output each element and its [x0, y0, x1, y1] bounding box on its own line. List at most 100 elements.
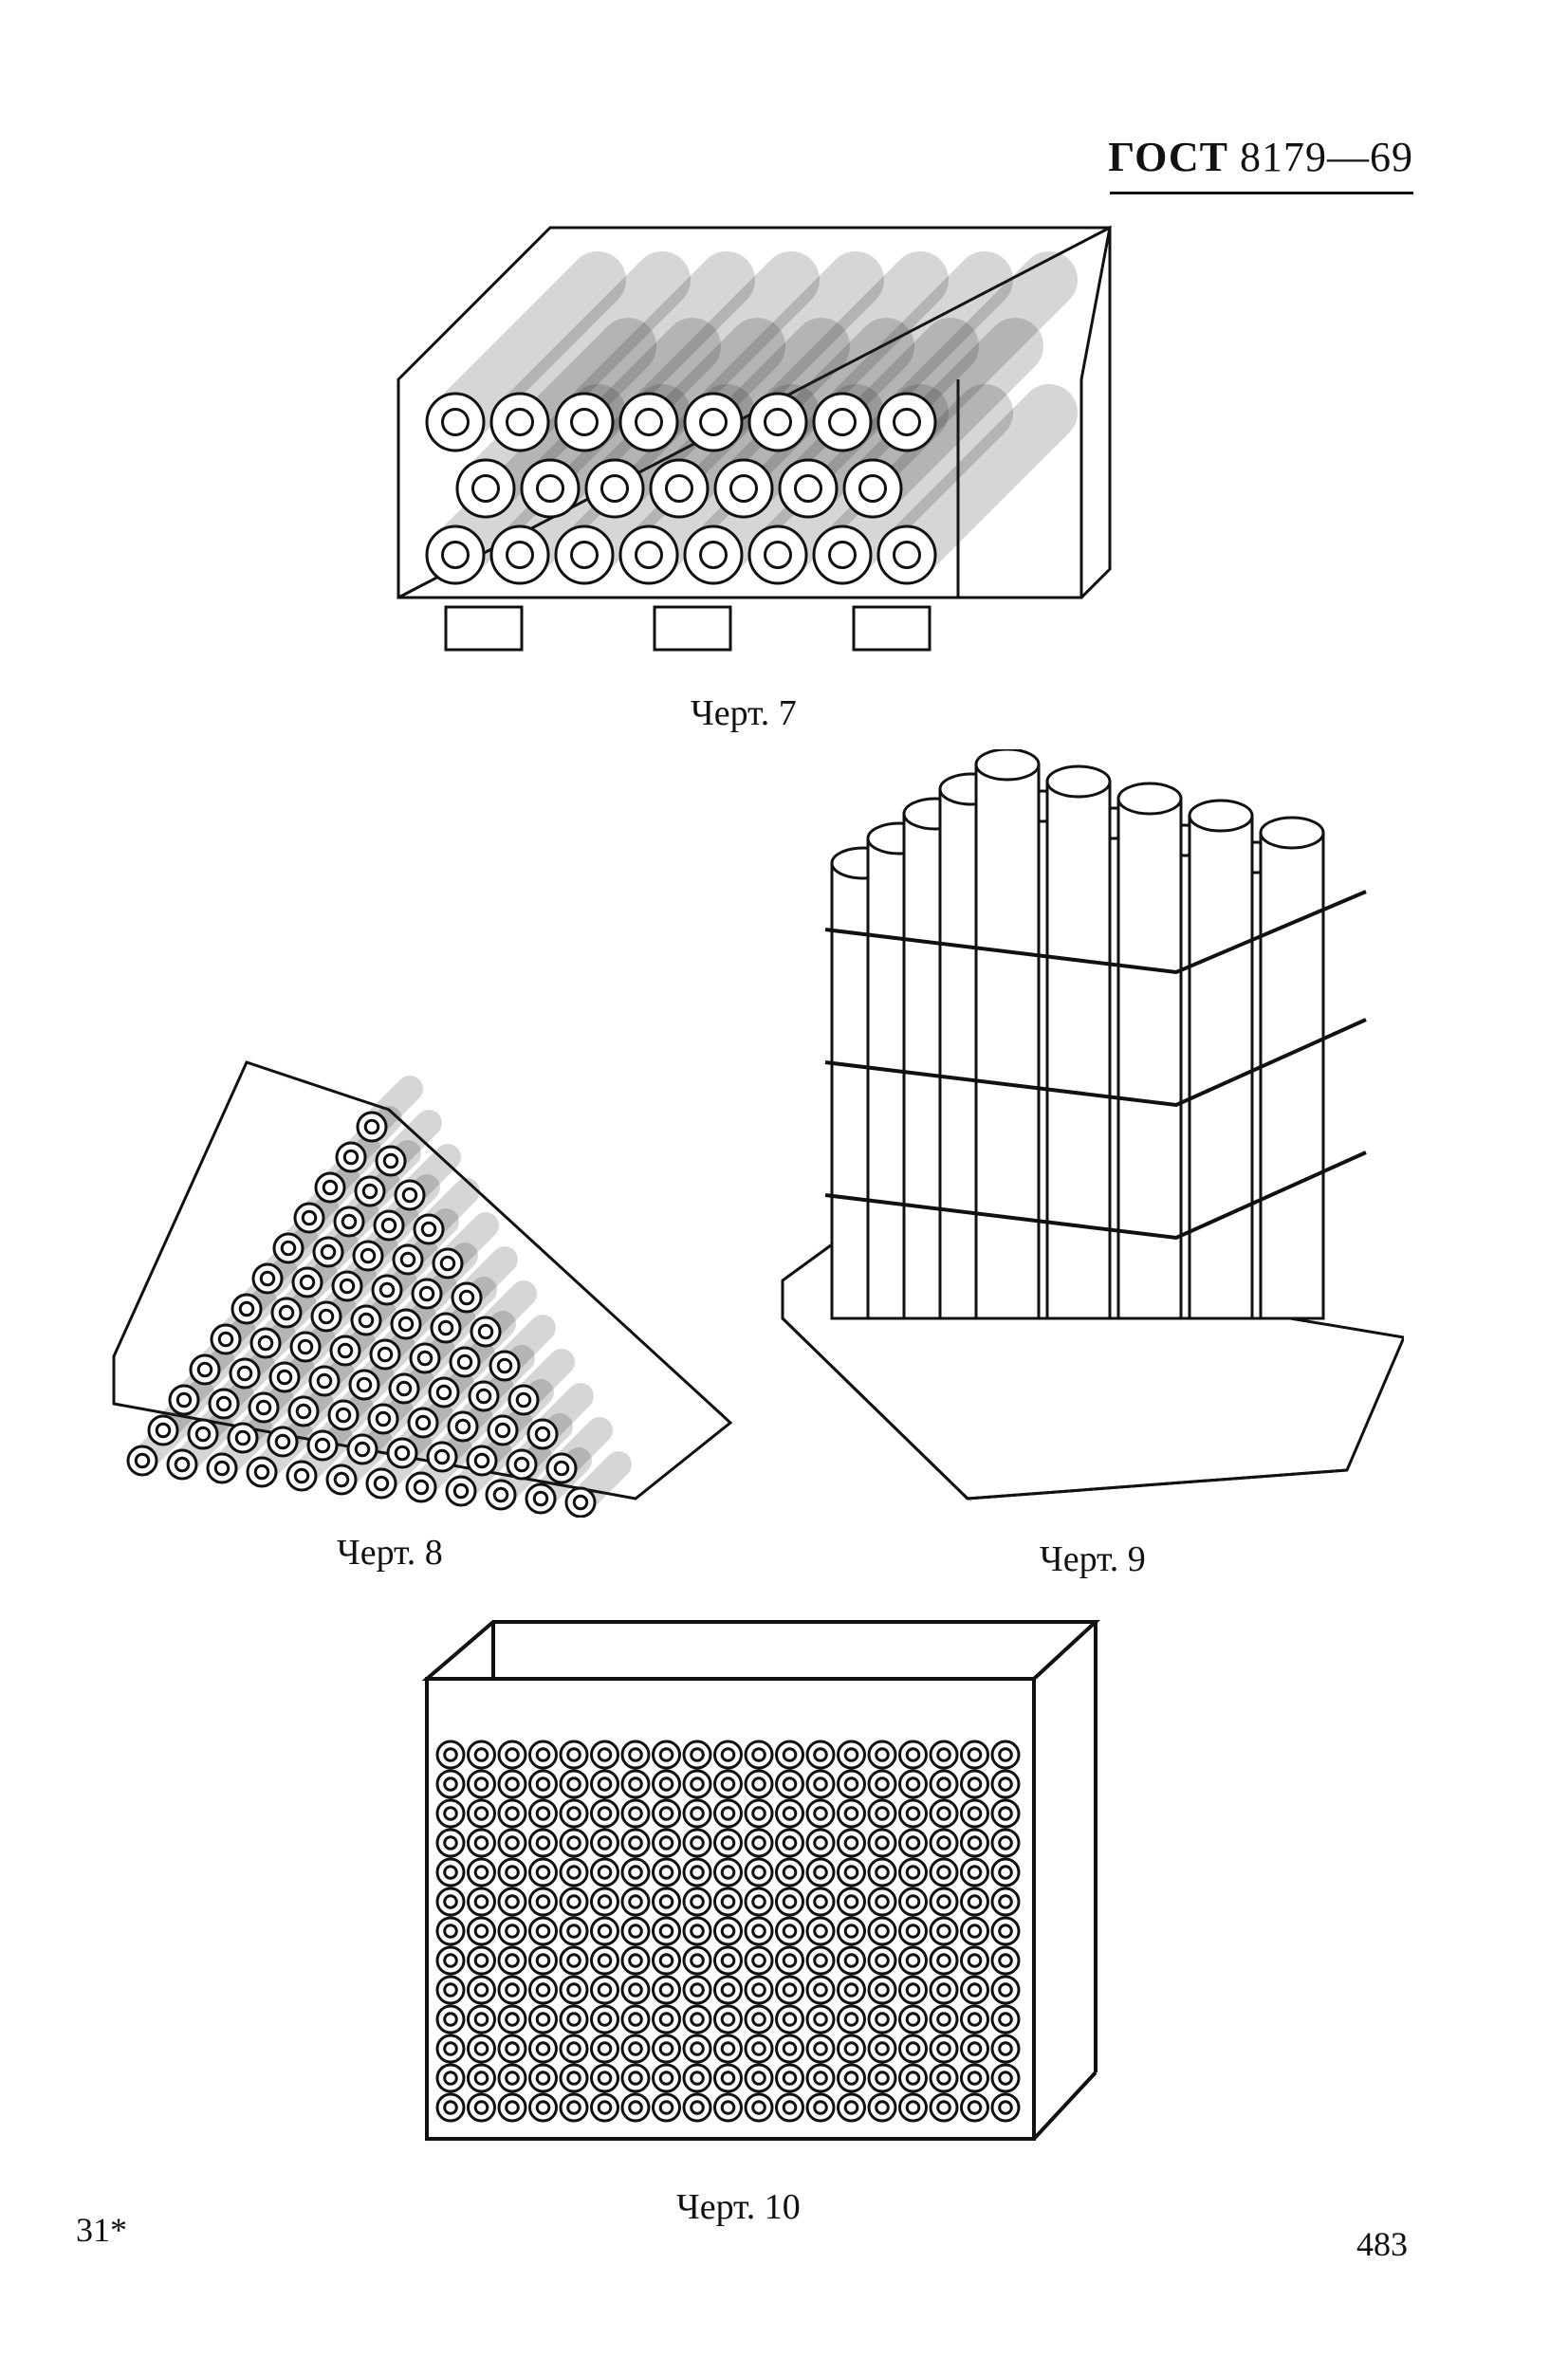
roll-end-core [690, 1865, 705, 1880]
roll-end-core [843, 1777, 859, 1792]
roll-end-core [967, 1865, 983, 1880]
roll-end-core [471, 474, 500, 503]
roll-end-core [597, 2012, 613, 2027]
roll-end-core [354, 1441, 371, 1458]
roll-end-core [875, 2071, 890, 2086]
roll-end-core [454, 1418, 471, 1435]
roll-end-core [443, 1953, 458, 1968]
roll-end-core [658, 2041, 674, 2056]
roll-end-core [936, 2100, 951, 2115]
roll-end-core [505, 1747, 520, 1762]
roll-end-core [967, 1982, 983, 1998]
roll-end-core [658, 1894, 674, 1909]
roll-end-core [535, 1953, 551, 1968]
roll-end-core [382, 1152, 399, 1169]
roll-end-core [875, 1806, 890, 1821]
roll-end-core [905, 1777, 921, 1792]
roll-end-core [936, 1953, 951, 1968]
roll-end-core [967, 1953, 983, 1968]
standard-prefix: ГОСТ [1108, 134, 1228, 180]
roll-end-core [505, 1982, 520, 1998]
standard-designation: ГОСТ 8179—69 [1108, 133, 1413, 181]
roll-end-core [443, 1777, 458, 1792]
roll-end-core [439, 1255, 456, 1272]
roll-end-core [473, 1452, 490, 1469]
roll-end-core [443, 1806, 458, 1821]
roll-end-core [597, 1835, 613, 1850]
roll-end-core [843, 1924, 859, 1939]
roll-end-core [570, 408, 599, 436]
roll-end-core [496, 1357, 513, 1374]
roll-end-core [314, 1437, 331, 1454]
upright-roll-body [974, 763, 1041, 1320]
figure-8-caption: Черт. 8 [337, 1533, 443, 1573]
roll-end-core [998, 2012, 1013, 2027]
roll-end-core [280, 1240, 297, 1257]
roll-end-core [875, 2100, 890, 2115]
roll-body [556, 251, 755, 451]
roll-end-core [473, 2100, 489, 2115]
roll-end-core [535, 1806, 551, 1821]
roll-end-core [420, 1221, 437, 1238]
roll-end-core [690, 2071, 705, 2086]
roll-end-core [566, 2012, 581, 2027]
roll-end-core [238, 1300, 255, 1317]
roll-end-core [194, 1426, 212, 1443]
header-rule [1110, 192, 1413, 194]
roll-body [814, 251, 1013, 451]
roll-end-core [597, 1982, 613, 1998]
roll-end-core [535, 1835, 551, 1850]
roll-end-core [998, 2041, 1013, 2056]
upright-roll-top [974, 749, 1041, 782]
page-number: 483 [1356, 2225, 1408, 2263]
roll-end-core [360, 1247, 377, 1264]
roll-end-core [174, 1456, 191, 1473]
roll-end-core [658, 2100, 674, 2115]
roll-end-core [967, 2012, 983, 2027]
roll-end-core [361, 1183, 378, 1200]
roll-end-core [297, 1338, 314, 1355]
roll-end-core [597, 1747, 613, 1762]
roll-end-core [134, 1452, 151, 1469]
roll-end-core [658, 1747, 674, 1762]
roll-end-core [378, 1281, 396, 1298]
roll-end-core [628, 1894, 643, 1909]
roll-end-core [828, 541, 857, 569]
roll-end-core [843, 1835, 859, 1850]
roll-end-core [875, 1982, 890, 1998]
roll-end-core [998, 1924, 1013, 1939]
roll-end-core [566, 1982, 581, 1998]
roll-end-core [318, 1308, 335, 1325]
roll-end-core [967, 1806, 983, 1821]
roll-end-core [658, 1924, 674, 1939]
roll-end-core [299, 1274, 316, 1291]
roll-end-core [413, 1479, 430, 1496]
roll-end-core [443, 1924, 458, 1939]
roll-end-core [936, 1777, 951, 1792]
roll-end-core [572, 1494, 589, 1511]
roll-end-core [875, 2012, 890, 2027]
roll-end-core [473, 1747, 489, 1762]
roll-end-core [813, 1747, 828, 1762]
roll-end-core [699, 408, 728, 436]
figure-7-drawing [397, 225, 1112, 652]
roll-end-core [998, 1894, 1013, 1909]
roll-end-core [566, 1924, 581, 1939]
roll-end-core [535, 2041, 551, 2056]
roll-end-core [333, 1471, 350, 1488]
roll-end-core [998, 1865, 1013, 1880]
roll-end-core [597, 2100, 613, 2115]
roll-end-core [628, 1747, 643, 1762]
roll-end-core [320, 1243, 337, 1261]
roll-end-core [628, 1953, 643, 1968]
roll-end-core [658, 1865, 674, 1880]
figure-10-drawing [421, 1620, 1101, 2141]
roll-end-core [875, 1924, 890, 1939]
roll-end-core [505, 1924, 520, 1939]
roll-end-core [597, 2041, 613, 2056]
roll-end-core [690, 2041, 705, 2056]
roll-end-core [566, 2100, 581, 2115]
roll-end-core [905, 2012, 921, 2027]
upright-roll-top [1259, 816, 1325, 850]
roll-end-core [875, 1747, 890, 1762]
